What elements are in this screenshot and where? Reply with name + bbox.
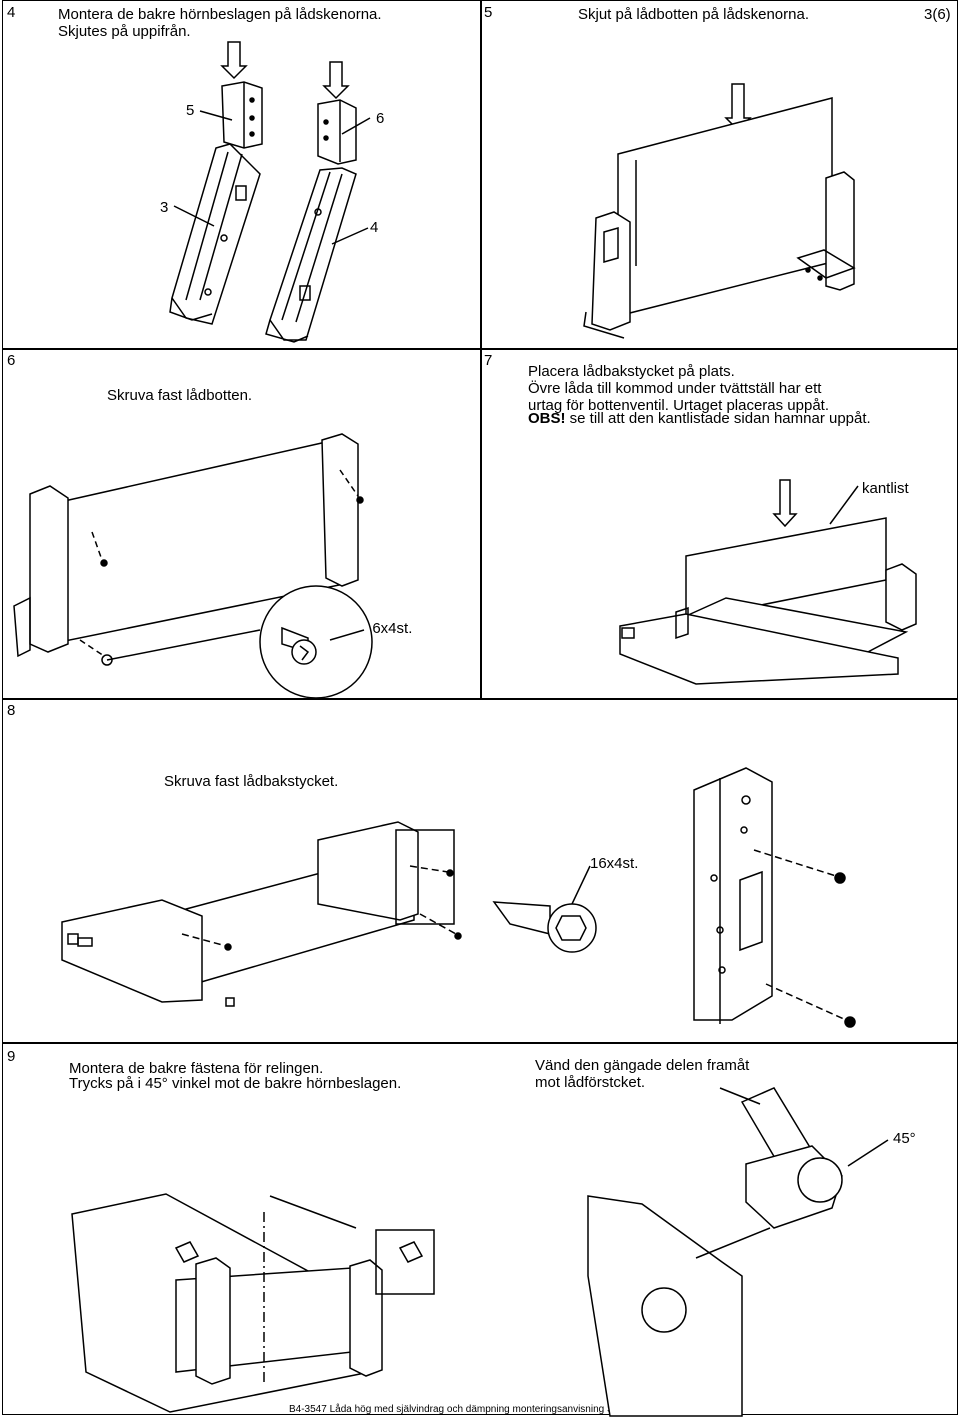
step-text: Skjut på lådbotten på lådskenorna. xyxy=(578,6,809,23)
step-4-illustration xyxy=(169,41,371,343)
callout-label: 5 xyxy=(186,102,195,119)
step-text: Skjutes på uppifrån. xyxy=(58,23,191,40)
step-9-panel xyxy=(2,1042,958,1415)
step-number: 8 xyxy=(7,702,16,719)
step-text: Skruva fast lådbotten. xyxy=(107,387,253,404)
step-number: 4 xyxy=(7,4,16,21)
page-number: 3(6) xyxy=(924,6,951,23)
callout-label: 3 xyxy=(160,199,169,216)
callout-label: 6 xyxy=(376,110,385,127)
step-text: Montera de bakre fästena för relingen. xyxy=(69,1060,324,1077)
step-9-illustration xyxy=(71,1087,889,1417)
step-5-illustration xyxy=(583,83,856,339)
step-7-panel xyxy=(480,348,958,700)
step-8-illustration xyxy=(61,767,856,1028)
note-text: mot lådförstcket. xyxy=(535,1074,646,1091)
step-number: 5 xyxy=(484,4,493,21)
step-text: Montera de bakre hörnbeslagen på lådsken… xyxy=(58,6,382,23)
edge-label: kantlist xyxy=(862,480,909,497)
step-5-panel xyxy=(480,0,958,350)
step-7-illustration xyxy=(619,479,917,685)
angle-label: 45° xyxy=(893,1130,916,1147)
obs-label: OBS! xyxy=(528,410,566,427)
step-number: 6 xyxy=(7,352,16,369)
step-warning: OBS! se till att den kantlistade sidan h… xyxy=(528,410,871,427)
step-number: 7 xyxy=(484,352,493,369)
screw-quantity-label: 16x4st. xyxy=(590,855,639,872)
callout-label: 4 xyxy=(370,219,379,236)
step-text: Placera lådbakstycket på plats. xyxy=(528,363,735,380)
step-number: 9 xyxy=(7,1048,16,1065)
step-4-panel xyxy=(2,0,482,350)
note-text: Vänd den gängade delen framåt xyxy=(535,1057,750,1074)
step-text: Övre låda till kommod under tvättställ h… xyxy=(528,380,822,397)
obs-text: se till att den kantlistade sidan hamnar… xyxy=(565,410,871,427)
screw-quantity-label: 16x4st. xyxy=(364,620,413,637)
step-8-panel xyxy=(2,698,958,1044)
step-text: Trycks på i 45° vinkel mot de bakre hörn… xyxy=(69,1075,402,1092)
step-6-panel xyxy=(2,348,482,700)
step-text: Skruva fast lådbakstycket. xyxy=(164,773,339,790)
step-text: urtag för bottenventil. Urtaget placeras… xyxy=(528,397,830,414)
step-6-illustration xyxy=(13,433,373,699)
footer-text: B4-3547 Låda hög med självindrag och däm… xyxy=(289,1404,694,1415)
